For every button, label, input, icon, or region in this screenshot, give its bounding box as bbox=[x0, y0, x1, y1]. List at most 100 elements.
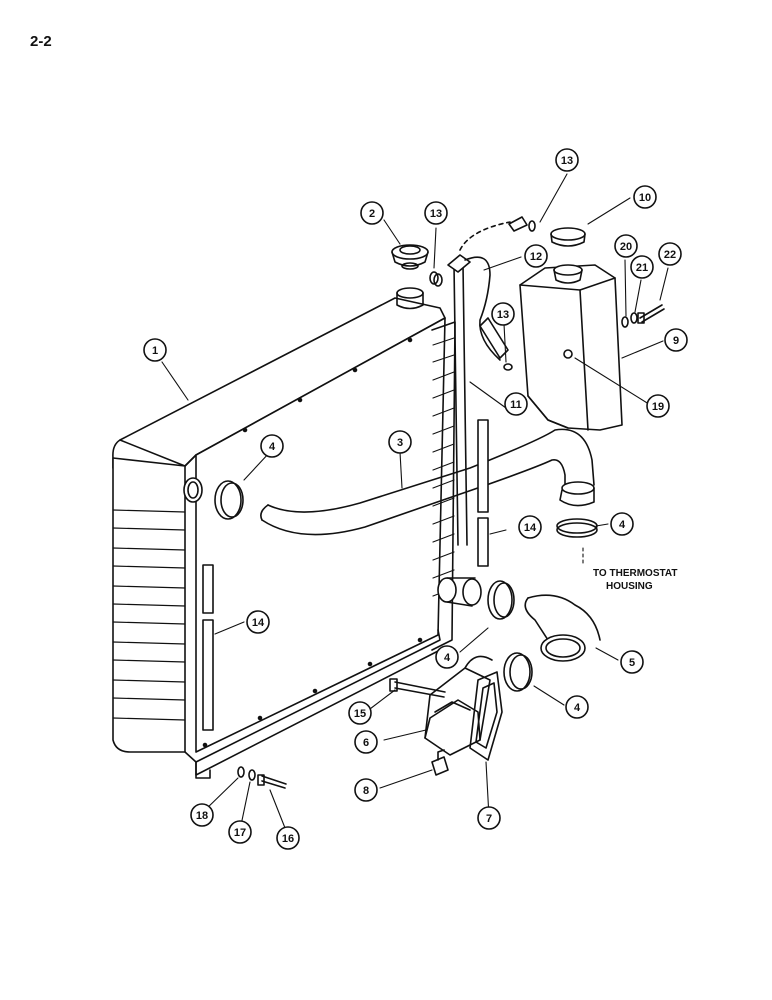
overflow-tube bbox=[453, 260, 468, 546]
callout-number: 19 bbox=[652, 401, 664, 413]
lower-hose bbox=[524, 594, 601, 662]
callout-c14b: 14 bbox=[246, 610, 270, 634]
callout-circle bbox=[524, 244, 548, 268]
callout-number: 4 bbox=[269, 441, 276, 453]
callout-circle bbox=[348, 701, 372, 725]
callout-circle bbox=[633, 185, 657, 209]
callout-c9: 9 bbox=[664, 328, 688, 352]
callout-number: 22 bbox=[664, 249, 676, 261]
page-number: 2-2 bbox=[30, 33, 52, 50]
callout-c4d: 4 bbox=[565, 695, 589, 719]
bolt-8 bbox=[431, 749, 449, 776]
water-outlet-housing bbox=[424, 655, 493, 756]
callout-c5: 5 bbox=[620, 650, 644, 674]
callout-number: 11 bbox=[510, 399, 522, 411]
callout-group: 1234444567891011121313131414151617181920… bbox=[143, 148, 688, 850]
gasket bbox=[469, 671, 503, 761]
callout-circle bbox=[354, 778, 378, 802]
callout-circle bbox=[664, 328, 688, 352]
callout-circle bbox=[276, 826, 300, 850]
callout-number: 21 bbox=[636, 262, 648, 274]
callout-number: 17 bbox=[234, 827, 246, 839]
coolant-recovery-tank bbox=[519, 264, 623, 431]
callout-number: 12 bbox=[530, 251, 542, 263]
callout-c17: 17 bbox=[228, 820, 252, 844]
callout-c2: 2 bbox=[360, 201, 384, 225]
callout-c6: 6 bbox=[354, 730, 378, 754]
callout-number: 18 bbox=[196, 810, 208, 822]
callout-number: 2 bbox=[369, 208, 375, 220]
callout-c4a: 4 bbox=[260, 434, 284, 458]
callout-circle bbox=[360, 201, 384, 225]
callout-c21: 21 bbox=[630, 255, 654, 279]
callout-number: 6 bbox=[363, 737, 369, 749]
callout-circle bbox=[435, 645, 459, 669]
callout-number: 20 bbox=[620, 241, 632, 253]
callout-number: 3 bbox=[397, 437, 403, 449]
callout-circle bbox=[518, 515, 542, 539]
callout-number: 4 bbox=[444, 652, 451, 664]
callout-circle bbox=[565, 695, 589, 719]
callout-c13c: 13 bbox=[555, 148, 579, 172]
callout-circle bbox=[228, 820, 252, 844]
callout-circle bbox=[504, 392, 528, 416]
callout-c22: 22 bbox=[658, 242, 682, 266]
upper-hose bbox=[260, 428, 595, 536]
note-line-2: HOUSING bbox=[606, 581, 653, 592]
callout-c4b: 4 bbox=[610, 512, 634, 536]
callout-c3: 3 bbox=[388, 430, 412, 454]
leader-lines bbox=[161, 173, 669, 834]
mounting-hardware bbox=[237, 766, 287, 789]
callout-number: 14 bbox=[524, 522, 537, 534]
callout-number: 1 bbox=[152, 345, 158, 357]
callout-c1: 1 bbox=[143, 338, 167, 362]
callout-number: 16 bbox=[282, 833, 294, 845]
callout-circle bbox=[477, 806, 501, 830]
small-clamps bbox=[429, 220, 536, 371]
seal-strips bbox=[202, 419, 489, 731]
callout-c12: 12 bbox=[524, 244, 548, 268]
callout-c20: 20 bbox=[614, 234, 638, 258]
callout-circle bbox=[354, 730, 378, 754]
callout-circle bbox=[646, 394, 670, 418]
callout-number: 15 bbox=[354, 708, 366, 720]
callout-circle bbox=[143, 338, 167, 362]
callout-circle bbox=[190, 803, 214, 827]
callout-c13b: 13 bbox=[491, 302, 515, 326]
callout-circle bbox=[630, 255, 654, 279]
callout-circle bbox=[658, 242, 682, 266]
callout-number: 13 bbox=[497, 309, 509, 321]
callout-number: 9 bbox=[673, 335, 679, 347]
callout-number: 14 bbox=[252, 617, 265, 629]
callout-number: 4 bbox=[574, 702, 581, 714]
callout-c18: 18 bbox=[190, 803, 214, 827]
callout-number: 5 bbox=[629, 657, 635, 669]
callout-c7: 7 bbox=[477, 806, 501, 830]
callout-number: 13 bbox=[561, 155, 573, 167]
callout-circle bbox=[260, 434, 284, 458]
callout-circle bbox=[491, 302, 515, 326]
callout-c8: 8 bbox=[354, 778, 378, 802]
callout-c19: 19 bbox=[646, 394, 670, 418]
callout-c14a: 14 bbox=[518, 515, 542, 539]
callout-circle bbox=[620, 650, 644, 674]
callout-number: 10 bbox=[639, 192, 651, 204]
callout-c4c: 4 bbox=[435, 645, 459, 669]
callout-c11: 11 bbox=[504, 392, 528, 416]
callout-circle bbox=[610, 512, 634, 536]
callout-c13a: 13 bbox=[424, 201, 448, 225]
callout-circle bbox=[246, 610, 270, 634]
callout-circle bbox=[555, 148, 579, 172]
radiator-cap bbox=[391, 244, 429, 270]
callout-circle bbox=[424, 201, 448, 225]
callout-number: 8 bbox=[363, 785, 369, 797]
callout-c15: 15 bbox=[348, 701, 372, 725]
callout-c10: 10 bbox=[633, 185, 657, 209]
callout-number: 4 bbox=[619, 519, 626, 531]
tube-12 bbox=[447, 254, 509, 361]
callout-number: 7 bbox=[486, 813, 492, 825]
tank-cap bbox=[550, 227, 586, 247]
callout-circle bbox=[388, 430, 412, 454]
